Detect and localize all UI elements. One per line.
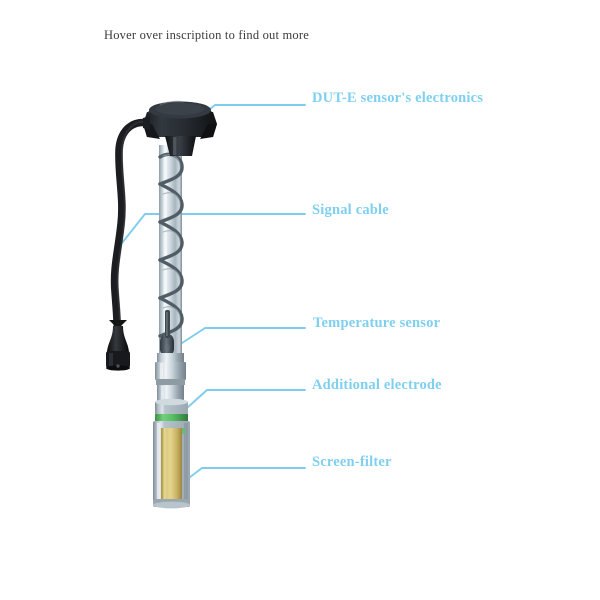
connector-flange: [109, 320, 127, 327]
measuring-tube-group: [158, 145, 184, 353]
green-electrode-ring[interactable]: [155, 413, 188, 422]
metal-collar-group: [155, 353, 186, 401]
collar-stem: [157, 385, 184, 401]
filter-assembly: [153, 398, 190, 509]
collar-main[interactable]: [155, 362, 186, 380]
housing-neck: [165, 136, 196, 156]
housing-body: [143, 112, 217, 137]
leader-line-temperature-sensor: [178, 327, 306, 346]
callout-label-temperature-sensor[interactable]: Temperature sensor: [313, 315, 441, 331]
callout-label-additional-electrode[interactable]: Additional electrode: [312, 377, 442, 393]
cable-connector-plug[interactable]: [106, 320, 130, 371]
leader-line-screen-filter: [176, 467, 306, 488]
housing-neck-highlight: [173, 137, 177, 155]
cable-gland: [143, 116, 150, 130]
filter-cylinder[interactable]: [153, 421, 190, 504]
sensor-head-housing[interactable]: [143, 100, 217, 157]
temperature-probe-body: [160, 334, 174, 356]
temperature-probe-gloss: [164, 343, 170, 353]
filter-top-rim: [155, 398, 188, 406]
measuring-tube[interactable]: [159, 145, 182, 353]
temperature-probe-stem-highlight: [166, 312, 168, 336]
leader-line-signal-cable: [121, 213, 306, 244]
hover-hint-text: Hover over inscription to find out more: [104, 28, 309, 42]
callout-label-screen-filter[interactable]: Screen-filter: [312, 454, 392, 470]
collar-upper[interactable]: [157, 353, 184, 363]
connector-cone: [107, 326, 129, 352]
connector-pin-icon: [116, 364, 120, 368]
housing-gloss: [159, 100, 184, 106]
temperature-probe[interactable]: [160, 310, 174, 356]
housing-lid-inner: [156, 103, 204, 115]
black-signal-cable-group: [110, 118, 152, 328]
connector-base: [106, 365, 130, 371]
callout-label-signal-cable[interactable]: Signal cable: [312, 202, 389, 218]
callout-label-electronics[interactable]: DUT-E sensor's electronics: [312, 90, 484, 106]
leader-line-additional-electrode: [177, 389, 306, 417]
collar-stem-specular: [161, 386, 164, 400]
connector-barrel-highlight: [109, 353, 113, 366]
black-signal-cable[interactable]: [110, 118, 152, 328]
filter-top-cap: [155, 401, 188, 414]
housing-facet-right: [200, 124, 217, 139]
